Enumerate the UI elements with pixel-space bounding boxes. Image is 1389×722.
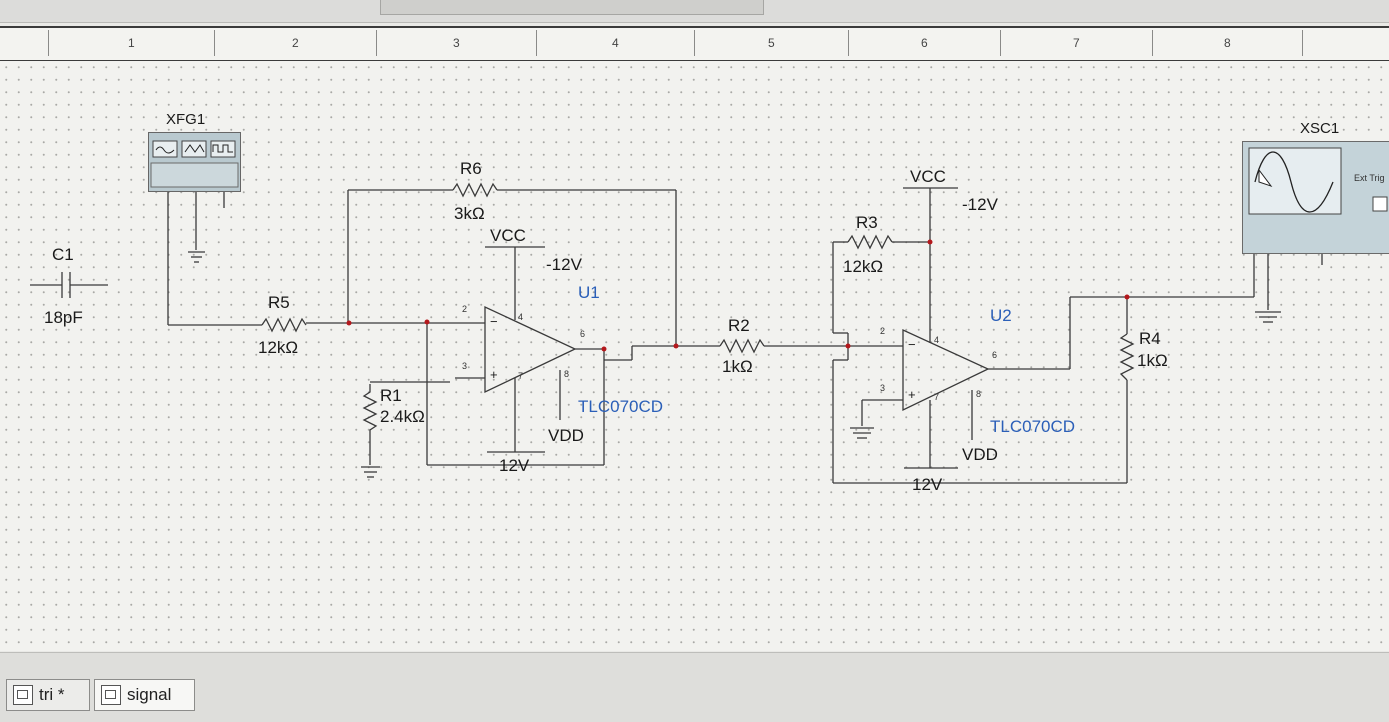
u2-pin-8: 8 [976,389,982,399]
u1-pin-8: 8 [564,369,570,379]
ruler-number: 5 [768,36,775,50]
u1-ref: U1 [578,283,600,302]
c1-value: 18pF [44,308,83,327]
u2-pin-2: 2 [880,326,886,336]
r6-ref: R6 [460,159,482,178]
u1-pin-3: 3 [462,361,468,371]
tab-label: tri * [39,685,65,704]
ruler-number: 6 [921,36,928,50]
ext-trig-label: Ext Trig [1354,173,1385,183]
u1-minus-sign: − [490,314,498,329]
u1-vcc-value: -12V [546,255,582,274]
u2-pin-4: 4 [934,335,940,345]
u1-pin-7: 7 [518,371,524,381]
u1-plus-sign: + [490,367,498,382]
ruler-number: 8 [1224,36,1231,50]
r3-value: 12kΩ [843,257,884,276]
toolbar-button-strip[interactable] [380,0,764,15]
u2-pin-7: 7 [934,392,940,402]
u1-vdd-value: 12V [499,456,530,475]
schematic-sheet-icon [101,685,121,705]
r3-ref: R3 [856,213,878,232]
u2-pin-6: 6 [992,350,998,360]
xfg1-label: XFG1 [166,111,206,128]
u1-pin-2: 2 [462,304,468,314]
c1-ref: C1 [52,245,74,264]
r1-ref: R1 [380,386,402,405]
oscilloscope-screen-icon [1248,147,1388,215]
ruler-number: 4 [612,36,619,50]
u1-part: TLC070CD [578,397,664,416]
ruler-number: 3 [453,36,460,50]
r6-value: 3kΩ [454,204,485,223]
u2-minus-sign: − [908,337,916,352]
r2-value: 1kΩ [722,357,753,376]
ruler-number: 2 [292,36,299,50]
schematic-sheet-icon [13,685,33,705]
u1-pin-4: 4 [518,312,524,322]
tab-label: signal [127,685,172,704]
u2-vdd-value: 12V [912,475,943,494]
r5-ref: R5 [268,293,290,312]
u2-vcc-value: -12V [962,195,998,214]
u2-ref: U2 [990,306,1012,325]
r5-value: 12kΩ [258,338,299,357]
function-generator-xfg1[interactable] [148,132,241,192]
u1-pin-6: 6 [580,329,586,339]
ruler-number: 7 [1073,36,1080,50]
r1-value: 2.4kΩ [380,407,425,426]
u1-vdd-label: VDD [548,426,584,445]
r4-value: 1kΩ [1137,351,1168,370]
tab-signal[interactable]: signal [94,679,195,711]
schematic-canvas[interactable] [0,61,1389,651]
oscilloscope-xsc1[interactable] [1242,141,1389,254]
u2-vcc-label: VCC [910,167,946,186]
xsc1-label: XSC1 [1300,120,1340,137]
u2-part: TLC070CD [990,417,1076,436]
sheet-tab-bar: tri * signal [0,652,1389,722]
sheet-ruler: 1 2 3 4 5 6 7 8 [0,26,1389,63]
tab-tri[interactable]: tri * [6,679,90,711]
ruler-number: 1 [128,36,135,50]
waveform-buttons-icon [150,140,239,188]
u2-vdd-label: VDD [962,445,998,464]
r2-ref: R2 [728,316,750,335]
u2-pin-3: 3 [880,383,886,393]
u1-vcc-label: VCC [490,226,526,245]
u2-plus-sign: + [908,387,916,402]
r4-ref: R4 [1139,329,1161,348]
